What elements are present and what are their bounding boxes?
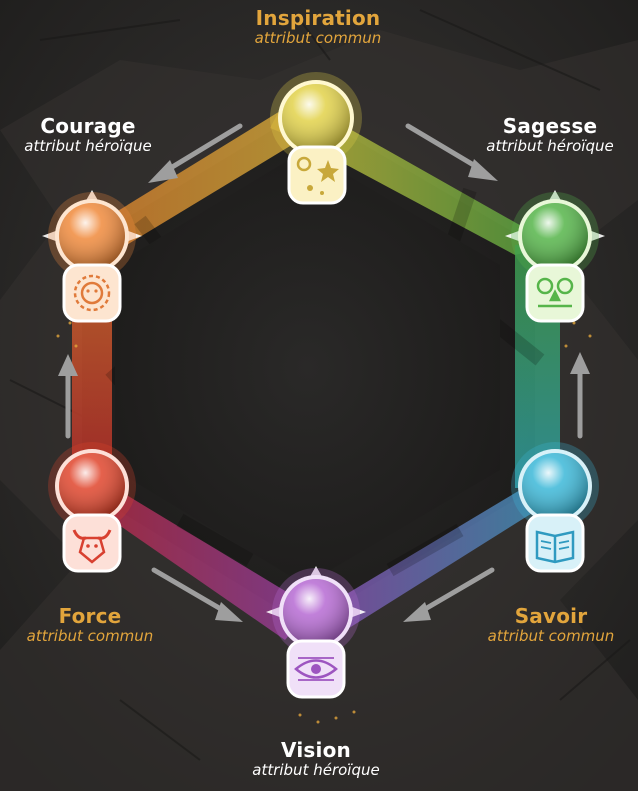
book-icon (527, 515, 583, 571)
attribute-name: Savoir (466, 606, 636, 626)
attribute-type: attribut héroïque (464, 139, 636, 154)
lion-icon (64, 265, 120, 321)
label-savoir: Savoir attribut commun (466, 606, 636, 644)
label-sagesse: Sagesse attribut héroïque (464, 116, 636, 154)
attribute-type: attribut héroïque (216, 763, 416, 778)
attribute-type: attribut commun (2, 629, 178, 644)
label-vision: Vision attribut héroïque (216, 740, 416, 778)
label-courage: Courage attribut héroïque (2, 116, 174, 154)
attribute-name: Vision (216, 740, 416, 760)
attribute-name: Courage (2, 116, 174, 136)
cosmos-icon (289, 147, 345, 203)
attribute-name: Sagesse (464, 116, 636, 136)
bull-icon (64, 515, 120, 571)
label-force: Force attribut commun (2, 606, 178, 644)
attribute-type: attribut commun (218, 31, 418, 46)
attribute-type: attribut commun (466, 629, 636, 644)
label-inspiration: Inspiration attribut commun (218, 8, 418, 46)
attribute-type: attribut héroïque (2, 139, 174, 154)
owl-icon (527, 265, 583, 321)
attribute-name: Inspiration (218, 8, 418, 28)
eye-icon (288, 641, 344, 697)
attribute-name: Force (2, 606, 178, 626)
